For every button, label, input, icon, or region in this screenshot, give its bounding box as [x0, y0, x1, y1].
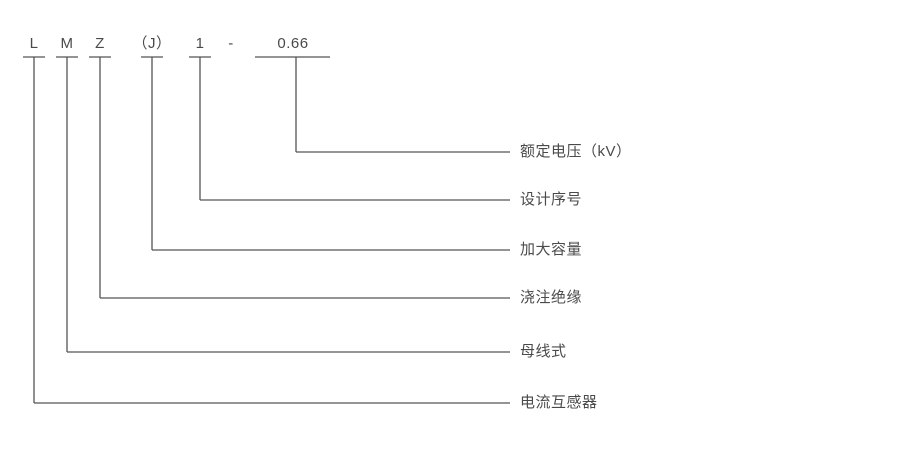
code-char-1: 1: [195, 35, 205, 52]
code-char-L: L: [29, 35, 39, 52]
leader-label-busbar-type: 母线式: [520, 343, 567, 360]
leader-label-increased-capacity: 加大容量: [520, 241, 583, 258]
code-char-dash: -: [228, 35, 234, 52]
code-char-Z: Z: [95, 35, 105, 52]
leader-label-current-transformer: 电流互感器: [520, 394, 598, 411]
leader-label-design-serial: 设计序号: [520, 191, 583, 208]
code-char-066: 0.66: [277, 35, 309, 52]
leader-label-cast-insulation: 浇注绝缘: [520, 289, 583, 306]
leader-stems: [33, 57, 297, 403]
code-char-M: M: [60, 35, 74, 52]
code-char-J: （J）: [132, 35, 172, 52]
leader-horizontals: [34, 151, 510, 404]
leader-label-rated-voltage: 额定电压（kV）: [520, 143, 632, 160]
